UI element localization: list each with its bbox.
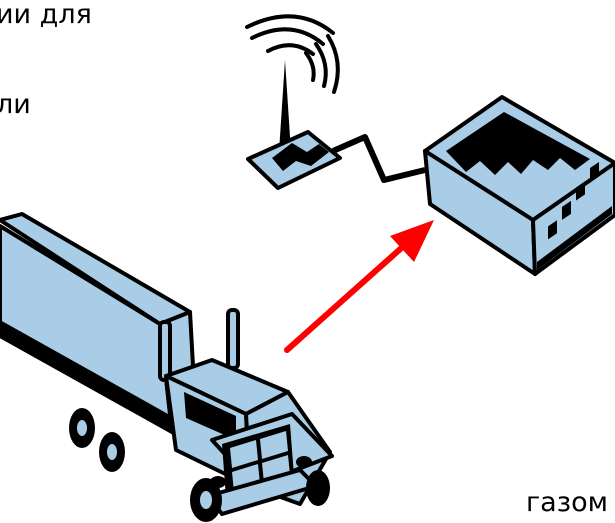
truck-icon xyxy=(0,214,332,522)
arrow-icon xyxy=(287,220,434,350)
antenna-icon xyxy=(247,16,340,188)
cable-line xyxy=(333,137,425,180)
text-line-2: ли xyxy=(0,91,31,118)
text-line-3: газом xyxy=(526,489,608,516)
text-line-1: ии для xyxy=(0,1,92,28)
modem-icon xyxy=(425,97,615,274)
